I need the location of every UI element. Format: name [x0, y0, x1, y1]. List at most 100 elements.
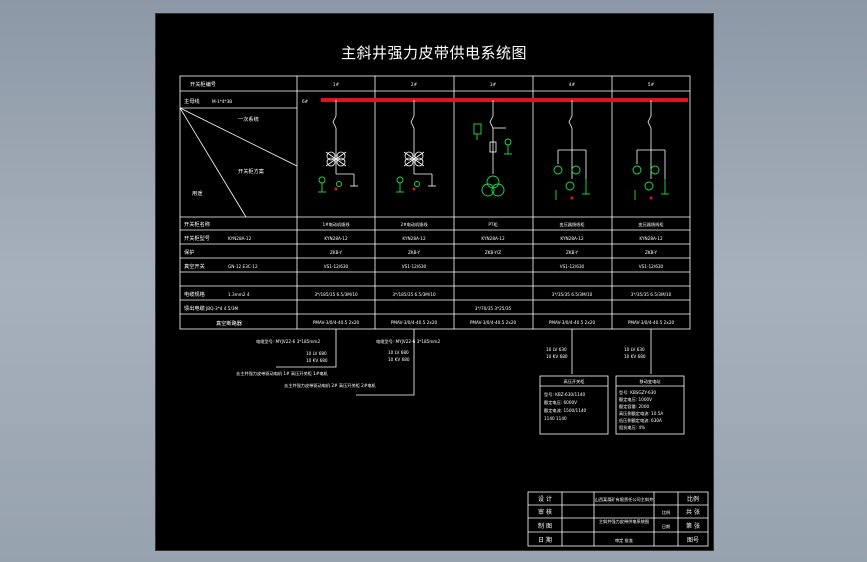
tb-mid2: 日期 — [662, 524, 670, 530]
tb-drawing: 主斜井强力皮带供电系统图 — [599, 518, 649, 525]
type-col-1: KYN28A-12 — [324, 236, 348, 241]
protect-col-2: ZKB-Y — [408, 250, 421, 255]
switch-col-4: VS1-12/630 — [560, 264, 585, 269]
col1-cable: 1.3mm2 4 — [228, 292, 250, 297]
box2-line-6: 阻抗电压: 4% — [619, 424, 645, 431]
col-number-2: 2# — [411, 82, 418, 87]
circuit-col-5 — [636, 100, 666, 179]
tb-mid1: 比例 — [662, 509, 670, 516]
circuit-col-3-green — [473, 123, 512, 197]
tb-project: 山西某煤矿有限责任公司主斜井 — [595, 496, 654, 503]
bus-spec: M-1*4*3B — [212, 99, 232, 104]
box1-line-3: 额定电流: 1500/1140 — [544, 407, 587, 414]
feeder2-kw: 10 KV 680 — [388, 357, 410, 362]
box1-title: 高压开关柜 — [564, 378, 585, 385]
row-label-name: 开关柜名称 — [184, 220, 210, 228]
col-number-3: 3# — [490, 82, 497, 87]
feeder5-len: 10 LV 630 — [624, 347, 645, 352]
row-label-type: 开关柜型号 — [184, 234, 210, 242]
row-label-protect: 保护 — [184, 248, 194, 256]
feeder1-kw: 10 KV 680 — [306, 358, 328, 363]
box2-title: 移动变电站 — [640, 378, 661, 385]
bus-col-label: 6# — [302, 99, 309, 104]
feeder1-dest: 去主井强力皮带驱动电机 1# 高压开关柜 1#电机 — [236, 370, 329, 377]
cable-col-1: 3*/185/35 6.5/3M/10 — [314, 292, 358, 297]
title-block — [527, 491, 709, 547]
schematic-canvas: 主斜井强力皮带供电系统图 开关柜编号 主母线 M-1*4*3B 一次系统 开关柜… — [179, 44, 709, 547]
tb-r1c1: 设 计 — [538, 495, 552, 503]
header-label: 开关柜编号 — [190, 80, 216, 88]
pt-cable: 3*/70/35 3*25/35 — [475, 306, 512, 311]
drawing-sheet: 主斜井强力皮带供电系统图 开关柜编号 主母线 M-1*4*3B 一次系统 开关柜… — [155, 13, 714, 551]
feeder4-kw: 10 KV 680 — [546, 354, 568, 359]
name-col-3: PT柜 — [488, 221, 497, 228]
col-number-4: 4# — [569, 82, 576, 87]
tb-r2c1: 审 核 — [538, 508, 552, 516]
box2-line-3: 额定容量: 2000 — [619, 403, 649, 410]
tb-r3c3: 第 张 — [686, 522, 700, 530]
cable-col-5: 3*/35/35 6.5/3M/10 — [631, 292, 672, 297]
row-label-remark: 真空断路器 — [216, 319, 243, 327]
name-col-5: 变压器馈线柜 — [638, 221, 663, 228]
switch-col-1: VS1-12/630 — [324, 264, 349, 269]
col1-cable2: JBQ-3*4 4.5/3M — [205, 306, 239, 311]
ground-marker-5 — [649, 196, 653, 200]
table-frame — [179, 75, 691, 330]
protect-col-5: ZKB-Y — [645, 250, 658, 255]
circuit-col-1 — [325, 100, 358, 187]
remark-col-1: PMAV-3/0/4-40.5 2x20 — [313, 320, 360, 325]
diag-top-label: 一次系统 — [238, 115, 259, 123]
protect-col-3: ZKB-Y/Z — [485, 250, 501, 255]
feeder1-label: 电缆型号: MYJV22-6 3*185mm2 — [256, 338, 321, 345]
feeder-lines — [276, 329, 685, 435]
tb-r1c3: 比例 — [687, 495, 699, 503]
drawing-title: 主斜井强力皮带供电系统图 — [341, 44, 527, 62]
row-label-cable2: 馈出电缆 — [184, 304, 205, 312]
remark-col-5: PMAV-3/0/4-40.5 2x20 — [628, 320, 675, 325]
type-col-3: KYN28A-12 — [481, 236, 505, 241]
box2-line-2: 额定电压: 1000V — [619, 396, 652, 403]
remark-col-2: PMAV-3/0/4-40.5 2x20 — [391, 320, 438, 325]
name-col-1: 1#电动机馈线 — [322, 221, 350, 228]
name-col-4: 变压器馈线柜 — [559, 221, 584, 228]
col-number-1: 1# — [333, 82, 340, 87]
diag-bot-label: 用途 — [192, 189, 203, 197]
bus-label: 主母线 — [184, 97, 200, 105]
tb-r3c1: 制 图 — [538, 522, 552, 530]
box1-line-1: 型号: KBZ-630/1140 — [544, 391, 585, 398]
box1-line-4: 1140 1140 — [544, 416, 567, 421]
cable-col-4: 3*/35/35 6.5/3M/10 — [552, 292, 593, 297]
feeder2-dest: 去主井强力皮带驱动电机 2# 高压开关柜 2#电机 — [284, 382, 377, 389]
type-col-5: KYN28A-12 — [639, 236, 663, 241]
box1-line-2: 额定电压: 6000V — [544, 399, 577, 406]
col1-switch-extra: GN-12 E3C-12 — [228, 264, 258, 269]
circuit-col-5-green — [632, 165, 669, 200]
tb-r4c3: 图号 — [687, 537, 699, 544]
row-label-switch: 真空开关 — [184, 262, 205, 270]
switchgear-table — [179, 75, 691, 330]
switch-col-5: VS1-12/630 — [639, 264, 664, 269]
feeder1-len: 10 LV 680 — [306, 351, 327, 356]
circuit-col-4 — [557, 100, 587, 179]
diag-mid-label: 开关柜方案 — [238, 167, 265, 175]
col1-type-extra: KYN28A-12 — [228, 236, 252, 241]
box2-frame — [615, 375, 685, 435]
tb-r2c3: 共 张 — [686, 508, 700, 516]
feeder4-len: 10 LV 630 — [546, 347, 567, 352]
box2-line-1: 型号: KBSGZY-630 — [619, 389, 656, 396]
box1-frame — [539, 375, 609, 435]
cable-col-2: 3*/185/35 6.5/3M/10 — [392, 292, 436, 297]
circuit-col-2 — [403, 100, 436, 187]
type-col-2: KYN28A-12 — [402, 236, 426, 241]
col-number-5: 5# — [648, 82, 655, 87]
name-col-2: 2#电动机馈线 — [400, 221, 428, 228]
circuit-col-3 — [489, 100, 506, 174]
remark-col-4: PMAV-3/0/4-40.5 2x20 — [549, 320, 596, 325]
row-label-cable: 电缆规格 — [184, 290, 206, 298]
switch-col-2: VS1-12/630 — [402, 264, 427, 269]
tb-sign: 审定 批准 — [615, 537, 633, 544]
ground-marker-1 — [334, 187, 338, 191]
ground-marker-4 — [570, 196, 574, 200]
feeder2-len: 10 LV 680 — [388, 350, 409, 355]
circuit-col-1-green — [318, 176, 342, 193]
